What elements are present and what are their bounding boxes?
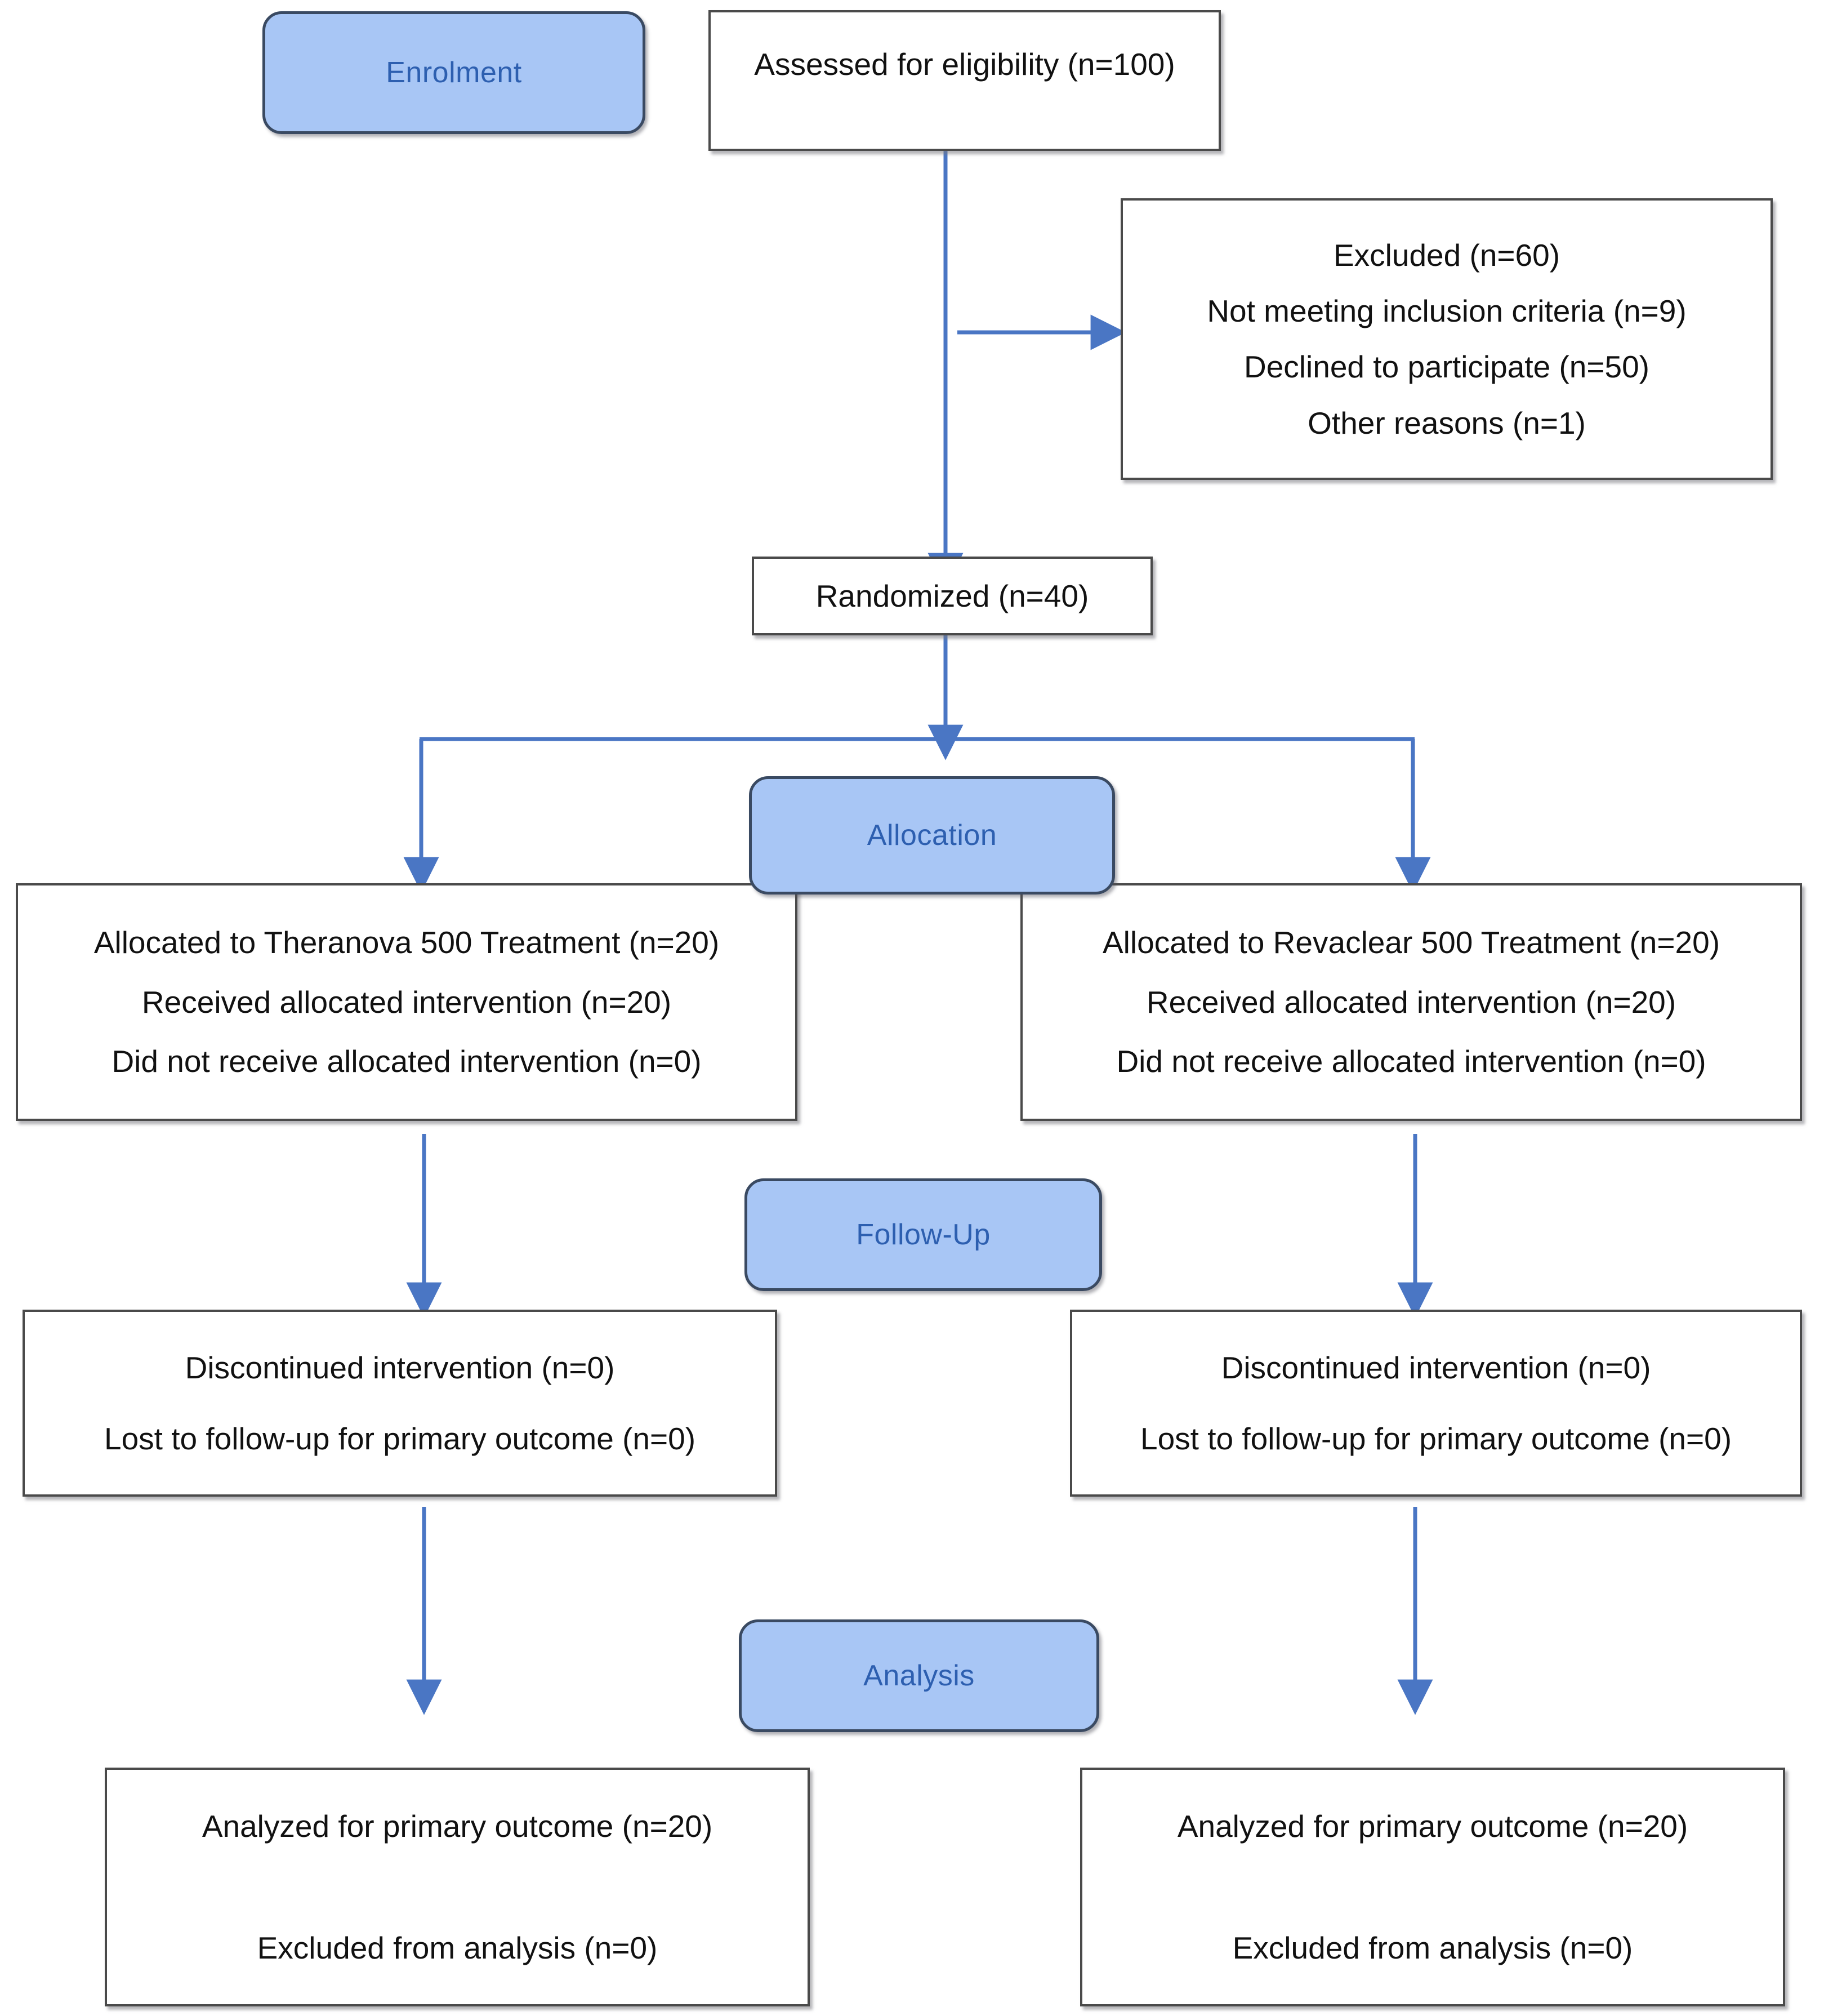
followup-left-line-lost: Lost to follow-up for primary outcome (n…	[104, 1421, 696, 1456]
allocation-left-line-allocated: Allocated to Theranova 500 Treatment (n=…	[93, 925, 720, 960]
randomized-text: Randomized (n=40)	[815, 578, 1089, 613]
box-allocation-left: Allocated to Theranova 500 Treatment (n=…	[16, 883, 797, 1121]
analysis-right-line-analyzed: Analyzed for primary outcome (n=20)	[1177, 1809, 1688, 1844]
stage-badge-enrolment: Enrolment	[262, 11, 645, 134]
excluded-line-total: Excluded (n=60)	[1333, 237, 1560, 273]
stage-badge-allocation: Allocation	[749, 776, 1115, 894]
analysis-left-line-analyzed: Analyzed for primary outcome (n=20)	[202, 1809, 713, 1844]
followup-left-line-discontinued: Discontinued intervention (n=0)	[185, 1350, 615, 1385]
box-excluded: Excluded (n=60) Not meeting inclusion cr…	[1121, 198, 1773, 480]
box-randomized: Randomized (n=40)	[752, 557, 1153, 635]
followup-right-line-lost: Lost to follow-up for primary outcome (n…	[1140, 1421, 1732, 1456]
stage-badge-followup: Follow-Up	[744, 1178, 1102, 1291]
box-followup-right: Discontinued intervention (n=0) Lost to …	[1070, 1310, 1802, 1497]
followup-right-line-discontinued: Discontinued intervention (n=0)	[1221, 1350, 1651, 1385]
box-allocation-right: Allocated to Revaclear 500 Treatment (n=…	[1020, 883, 1802, 1121]
allocation-left-line-not-received: Did not receive allocated intervention (…	[112, 1044, 702, 1079]
stage-badge-analysis: Analysis	[739, 1619, 1099, 1732]
box-analysis-left: Analyzed for primary outcome (n=20) Excl…	[105, 1768, 810, 2006]
analysis-right-line-excluded: Excluded from analysis (n=0)	[1232, 1930, 1633, 1965]
assessed-eligibility-text: Assessed for eligibility (n=100)	[754, 47, 1175, 82]
allocation-right-line-not-received: Did not receive allocated intervention (…	[1116, 1044, 1706, 1079]
excluded-line-declined: Declined to participate (n=50)	[1244, 349, 1649, 385]
analysis-left-line-excluded: Excluded from analysis (n=0)	[257, 1930, 658, 1965]
allocation-left-line-received: Received allocated intervention (n=20)	[141, 984, 672, 1020]
allocation-right-line-received: Received allocated intervention (n=20)	[1146, 984, 1676, 1020]
box-assessed-for-eligibility: Assessed for eligibility (n=100)	[708, 10, 1221, 151]
excluded-line-criteria: Not meeting inclusion criteria (n=9)	[1207, 293, 1687, 329]
box-followup-left: Discontinued intervention (n=0) Lost to …	[23, 1310, 777, 1497]
allocation-right-line-allocated: Allocated to Revaclear 500 Treatment (n=…	[1102, 925, 1720, 960]
excluded-line-other: Other reasons (n=1)	[1308, 405, 1586, 440]
box-analysis-right: Analyzed for primary outcome (n=20) Excl…	[1080, 1768, 1785, 2006]
